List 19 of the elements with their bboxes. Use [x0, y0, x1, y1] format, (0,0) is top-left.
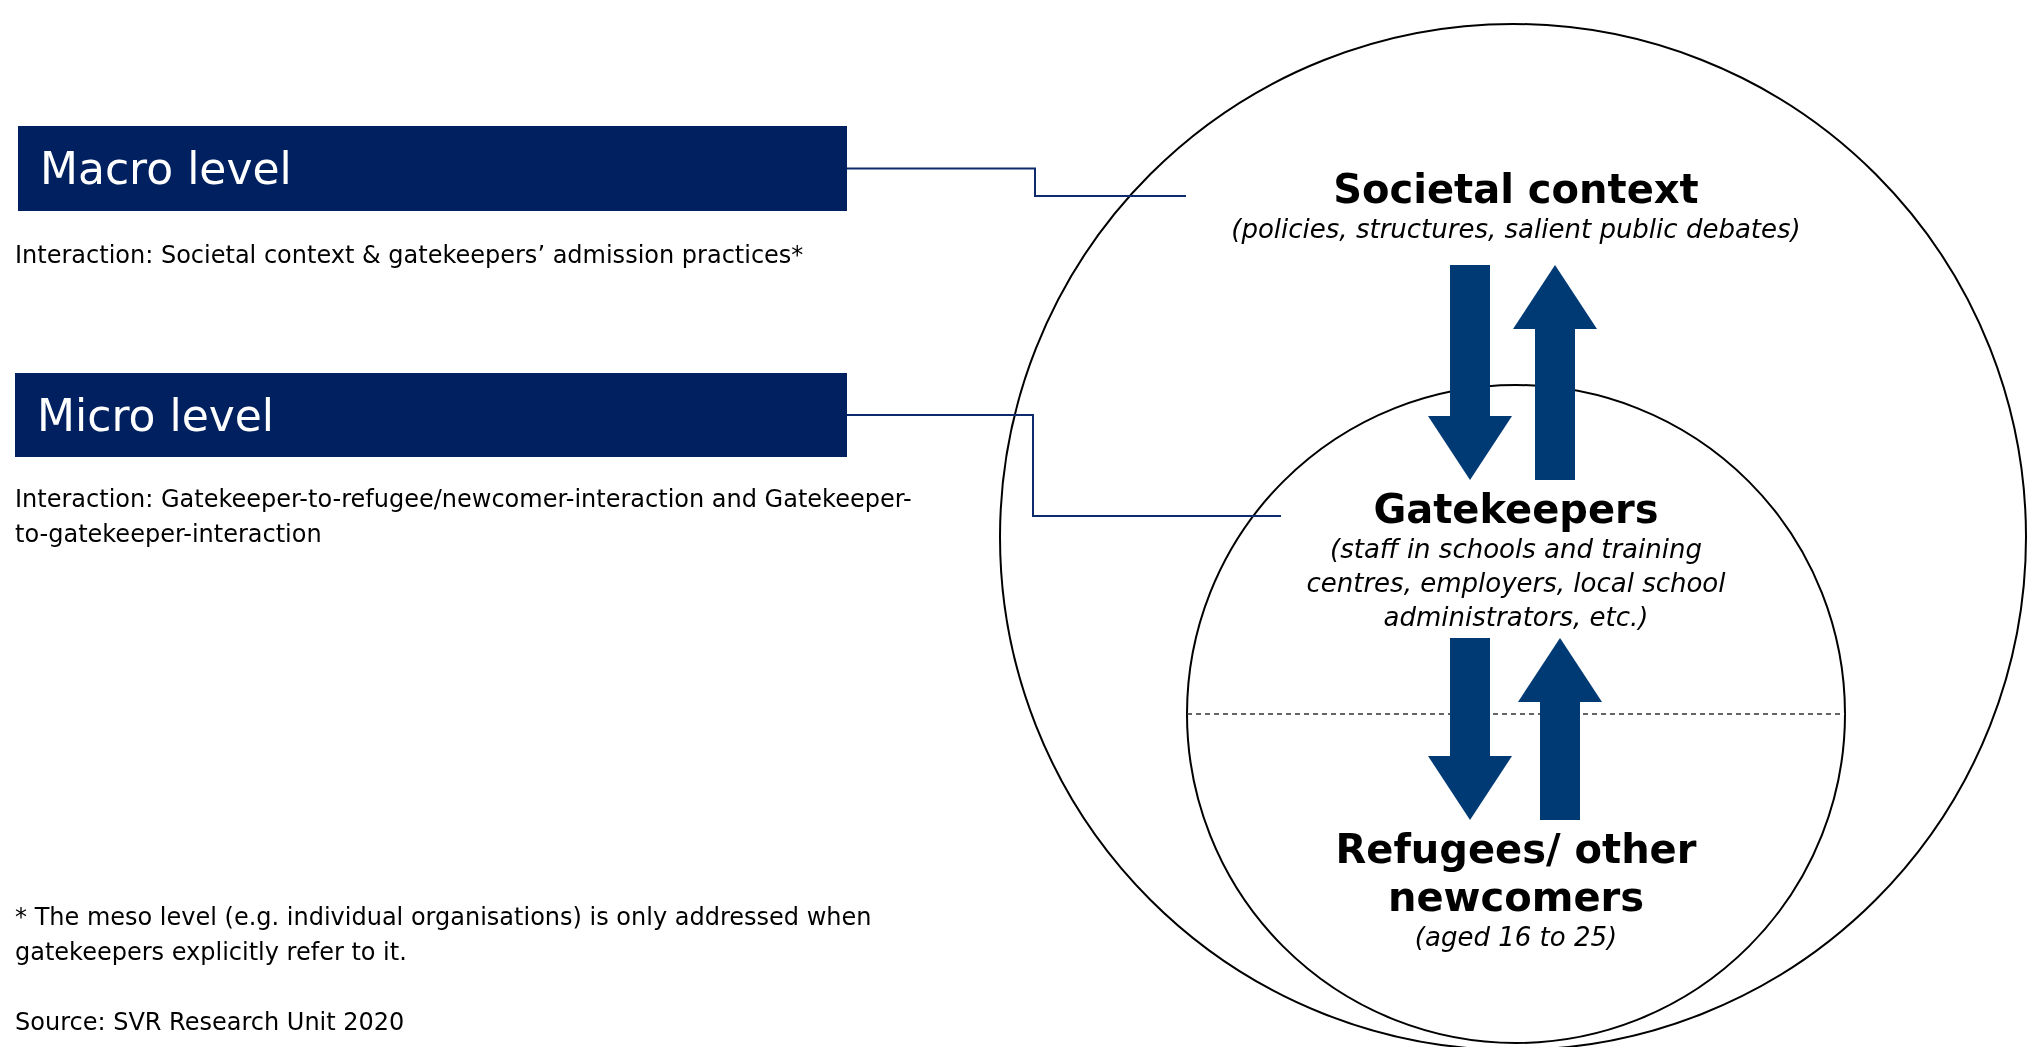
node-subtitle: (aged 16 to 25) — [1413, 921, 1619, 954]
block-arrow — [1428, 638, 1512, 820]
block-arrow — [1513, 265, 1597, 480]
node-heading: Refugees/ other newcomers — [1334, 825, 1698, 921]
footnote: * The meso level (e.g. individual organisations) is only addressed when gatekeepers explicitly refer to it. — [15, 902, 873, 968]
node-subtitle: (staff in schools and training centres, employers, local school administrators, etc.) — [1305, 533, 1727, 634]
leader-line — [846, 414, 1282, 517]
circle-outline — [999, 23, 2027, 1047]
description-text: Interaction: Gatekeeper-to-refugee/newcomer-interaction and Gatekeeper-to-gatekeeper-interaction — [15, 484, 913, 550]
level-banner: Micro level — [15, 373, 847, 457]
node-heading: Gatekeepers — [1372, 485, 1660, 533]
leader-line — [846, 167, 1187, 197]
block-arrow — [1518, 638, 1602, 820]
node-subtitle: (policies, structures, salient public debates) — [1230, 213, 1802, 246]
node-heading: Societal context — [1332, 165, 1700, 213]
level-banner: Macro level — [18, 126, 847, 211]
circle-outline — [1186, 384, 1846, 1044]
source-note: Source: SVR Research Unit 2020 — [15, 1007, 406, 1038]
description-text: Interaction: Societal context & gatekeepers’ admission practices* — [15, 240, 805, 271]
